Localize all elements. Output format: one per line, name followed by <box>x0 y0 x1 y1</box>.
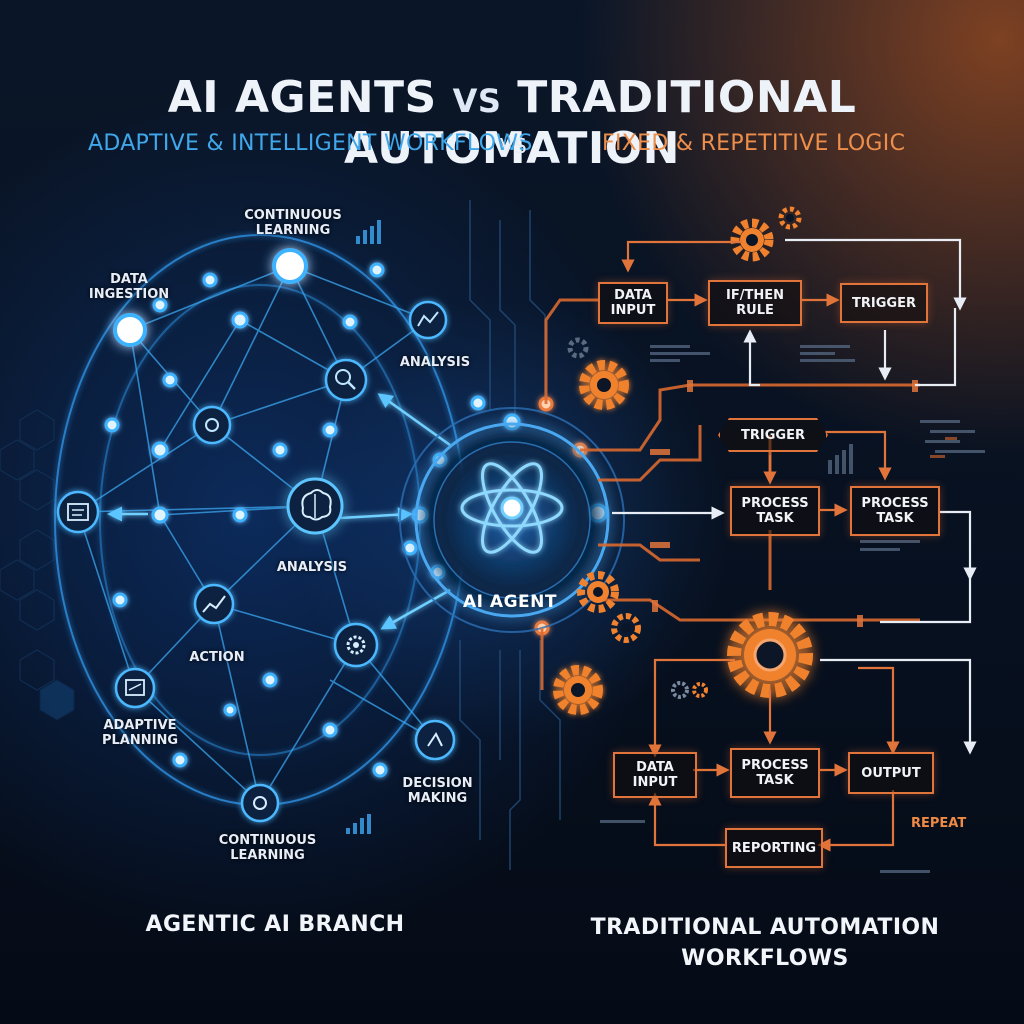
title-vs: VS <box>453 82 502 120</box>
main-title: AI AGENTS VS TRADITIONAL AUTOMATION <box>0 72 1024 174</box>
brain-icon-node <box>288 479 342 533</box>
box-process-task-1: PROCESS TASK <box>730 486 820 536</box>
box-trigger-top: TRIGGER <box>840 283 928 323</box>
caption-traditional-automation: TRADITIONAL AUTOMATION WORKFLOWS <box>560 912 970 974</box>
label-analysis-top: ANALYSIS <box>390 355 480 370</box>
hexagon-pattern <box>0 410 74 720</box>
gear-icon <box>694 684 706 696</box>
box-data-input-top: DATA INPUT <box>598 282 668 324</box>
search-analysis-icon-node <box>326 360 366 400</box>
box-process-task-2: PROCESS TASK <box>850 486 940 536</box>
left-document-icon-node <box>58 492 98 532</box>
continuous-learning-top-node <box>274 250 306 282</box>
data-ingestion-node <box>115 315 145 345</box>
ai-agent-label: AI AGENT <box>440 592 580 612</box>
decision-making-icon-node <box>416 721 454 759</box>
label-data-ingestion: DATA INGESTION <box>74 272 184 302</box>
gear-icon <box>735 223 769 257</box>
large-gear-icon <box>734 619 806 691</box>
label-decision-making: DECISION MAKING <box>395 776 480 806</box>
action-chart-icon-node <box>195 585 233 623</box>
repeat-label: REPEAT <box>911 816 966 831</box>
process-hub-icon-node <box>194 407 230 443</box>
adaptive-planning-icon-node <box>116 669 154 707</box>
subtitle-vs: VS <box>500 134 527 158</box>
box-trigger-mid: TRIGGER <box>718 418 828 452</box>
gear-icon <box>673 683 687 697</box>
gear-icon <box>570 340 586 356</box>
label-continuous-learning-top: CONTINUOUS LEARNING <box>228 208 358 238</box>
label-action: ACTION <box>172 650 262 665</box>
gear-icon <box>558 670 598 710</box>
label-adaptive-planning: ADAPTIVE PLANNING <box>90 718 190 748</box>
label-continuous-learning-bottom: CONTINUOUS LEARNING <box>205 833 330 863</box>
title-left: AI AGENTS <box>168 72 437 123</box>
continuous-learning-bottom-icon-node <box>242 785 278 821</box>
gear-icon <box>584 365 624 405</box>
label-analysis-center: ANALYSIS <box>262 560 362 575</box>
subtitle-left: ADAPTIVE & INTELLIGENT WORKFLOWS <box>88 131 533 156</box>
box-reporting: REPORTING <box>725 828 823 868</box>
caption-agentic-ai-branch: AGENTIC AI BRANCH <box>110 912 440 937</box>
gear-icon <box>781 209 799 227</box>
box-process-task-bottom: PROCESS TASK <box>730 748 820 798</box>
bar-chart-icon <box>346 220 381 834</box>
analysis-top-icon-node <box>410 302 446 338</box>
box-if-then-rule: IF/THEN RULE <box>708 280 802 326</box>
gear-icon-node <box>335 624 377 666</box>
box-data-input-bottom: DATA INPUT <box>613 752 697 798</box>
gear-icon <box>614 616 638 640</box>
subtitle-right: FIXED & REPETITIVE LOGIC <box>602 131 905 156</box>
box-output: OUTPUT <box>848 752 934 794</box>
